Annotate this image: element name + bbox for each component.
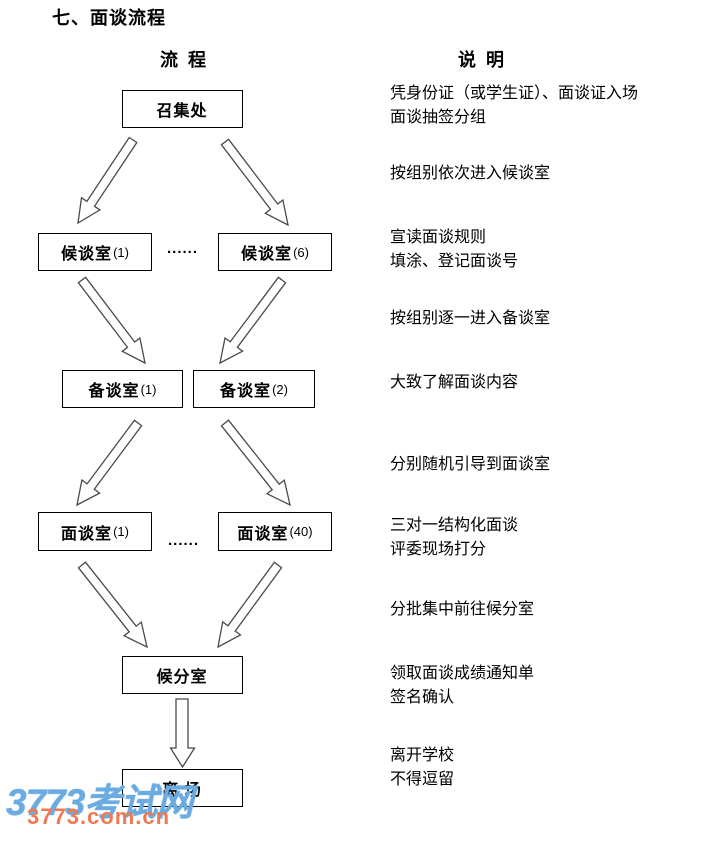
flow-arrow-assembly-to-waiting6 bbox=[220, 138, 289, 227]
flow-arrow-scorewait-to-exit bbox=[169, 698, 196, 769]
node-label: 候谈室 bbox=[61, 246, 113, 263]
note-line: 按组别逐一进入备谈室 bbox=[390, 310, 551, 327]
node-number: (6) bbox=[293, 244, 309, 260]
note-line: 面谈抽签分组 bbox=[390, 109, 487, 126]
note-go-score-room: 分批集中前往候分室 bbox=[390, 598, 710, 622]
watermark-site-url: 3773.com.cn bbox=[27, 804, 171, 829]
column-header-explanation: 说 明 bbox=[458, 50, 505, 70]
node-label: 面谈室 bbox=[237, 525, 289, 543]
flow-arrow-interview40-to-scorewait bbox=[217, 561, 283, 649]
node-assembly-office: 召集处 bbox=[122, 90, 243, 128]
node-label: 召集处 bbox=[156, 103, 208, 120]
node-prep-talk-room-2: 备谈室(2) bbox=[193, 370, 315, 408]
note-line: 分批集中前往候分室 bbox=[390, 601, 535, 618]
flow-arrow-prep2-to-interview40 bbox=[220, 419, 291, 507]
node-interview-room-40: 面谈室(40) bbox=[218, 512, 332, 551]
note-line: 分别随机引导到面谈室 bbox=[390, 456, 551, 473]
node-number: (1) bbox=[113, 244, 129, 260]
note-line: 按组别依次进入候谈室 bbox=[390, 165, 551, 182]
note-line: 评委现场打分 bbox=[390, 541, 487, 558]
node-label: 面谈室 bbox=[61, 525, 113, 543]
note-line: 凭身份证（或学生证）、面谈证入场 bbox=[390, 85, 639, 102]
node-label: 候分室 bbox=[156, 669, 208, 686]
note-line: 填涂、登记面谈号 bbox=[390, 253, 519, 270]
node-label: 备谈室 bbox=[220, 383, 272, 400]
note-receive-score: 领取面谈成绩通知单 签名确认 bbox=[390, 662, 710, 710]
note-enter-prep-room: 按组别逐一进入备谈室 bbox=[390, 307, 710, 331]
node-waiting-talk-room-6: 候谈室(6) bbox=[218, 233, 332, 271]
flow-arrow-prep1-to-interview1 bbox=[76, 419, 143, 507]
flow-arrow-waiting1-to-prep1 bbox=[77, 276, 146, 365]
note-line: 宣读面谈规则 bbox=[390, 229, 487, 246]
note-read-rules: 宣读面谈规则 填涂、登记面谈号 bbox=[390, 226, 710, 274]
node-label: 候谈室 bbox=[241, 246, 293, 263]
flow-arrow-interview1-to-scorewait bbox=[77, 561, 148, 649]
node-prep-talk-room-1: 备谈室(1) bbox=[62, 370, 183, 408]
node-exit: 离 场 bbox=[122, 769, 243, 807]
node-waiting-talk-room-1: 候谈室(1) bbox=[38, 233, 152, 271]
note-random-guide: 分别随机引导到面谈室 bbox=[390, 453, 710, 477]
watermark-site-name: 3773考试网 bbox=[6, 782, 193, 823]
page-title: 七、面谈流程 bbox=[52, 8, 166, 28]
note-line: 大致了解面谈内容 bbox=[390, 374, 519, 391]
node-label: 离 场 bbox=[162, 782, 202, 799]
node-number: (40) bbox=[289, 524, 313, 539]
node-interview-room-1: 面谈室(1) bbox=[38, 512, 152, 551]
note-line: 领取面谈成绩通知单 bbox=[390, 665, 535, 682]
node-label: 备谈室 bbox=[88, 383, 140, 400]
note-structured-interview: 三对一结构化面谈 评委现场打分 bbox=[390, 514, 710, 562]
ellipsis-between-waiting-rooms: ...... bbox=[167, 240, 199, 257]
note-line: 不得逗留 bbox=[390, 771, 455, 788]
note-line: 三对一结构化面谈 bbox=[390, 517, 519, 534]
column-header-flow: 流 程 bbox=[160, 50, 207, 70]
flow-arrow-assembly-to-waiting1 bbox=[77, 136, 138, 225]
note-enter-waiting-room: 按组别依次进入候谈室 bbox=[390, 162, 710, 186]
node-score-waiting-room: 候分室 bbox=[122, 656, 243, 694]
node-number: (1) bbox=[113, 524, 129, 539]
note-understand-content: 大致了解面谈内容 bbox=[390, 371, 710, 395]
node-number: (1) bbox=[140, 381, 157, 397]
flow-arrow-waiting6-to-prep2 bbox=[219, 276, 287, 365]
node-number: (2) bbox=[272, 381, 288, 397]
note-leave-school: 离开学校 不得逗留 bbox=[390, 744, 710, 792]
note-line: 签名确认 bbox=[390, 689, 455, 706]
ellipsis-between-interview-rooms: ...... bbox=[168, 532, 200, 549]
note-entry-requirements: 凭身份证（或学生证）、面谈证入场 面谈抽签分组 bbox=[390, 82, 710, 130]
note-line: 离开学校 bbox=[390, 747, 455, 764]
